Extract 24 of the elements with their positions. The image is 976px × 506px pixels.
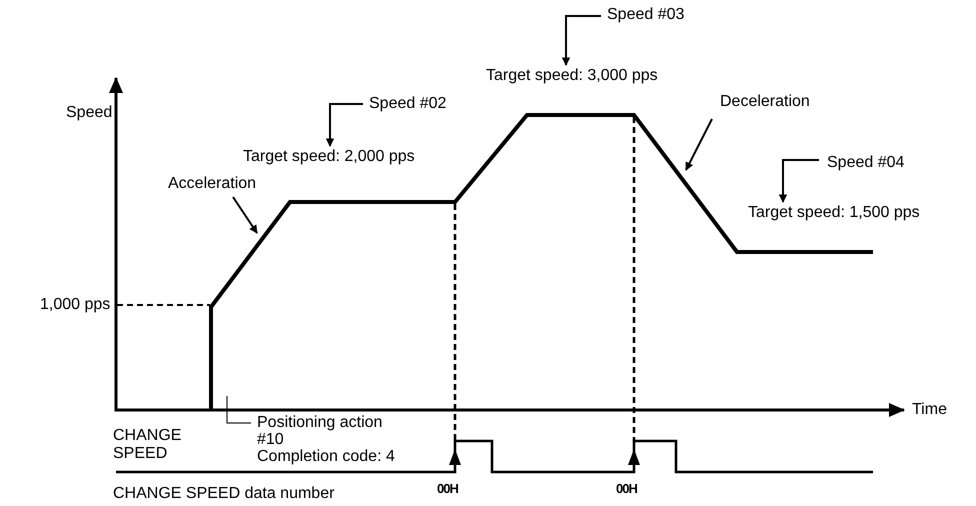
annotation-text: Speed #03 (607, 6, 684, 24)
speed-step-line (209, 305, 213, 410)
annotation-text: Speed #04 (827, 154, 904, 172)
annotation-text: Target speed: 3,000 pps (486, 67, 658, 85)
annotation-text: Speed #02 (369, 95, 446, 113)
arrow (685, 118, 713, 171)
arrow (778, 159, 819, 203)
axis-value: 1,000 pps (40, 296, 110, 314)
arrow (232, 196, 258, 234)
annotation-text: Acceleration (168, 175, 256, 193)
axis-title: Time (912, 401, 947, 419)
axis-title: Speed (66, 104, 112, 122)
data-value: 00H (437, 480, 458, 498)
signal-name: CHANGE SPEED (113, 427, 182, 463)
arrow (562, 15, 601, 66)
annotation-text: Deceleration (720, 93, 810, 111)
signal-name: CHANGE SPEED data number (113, 485, 334, 503)
annotation-text: Target speed: 2,000 pps (243, 148, 415, 166)
annotation-text: Positioning action #10 (257, 414, 384, 448)
annotation-text: Target speed: 1,500 pps (748, 204, 920, 222)
leader-line (226, 396, 252, 424)
data-value: 00H (616, 480, 637, 498)
arrow (326, 103, 363, 147)
annotation-text: Completion code: 4 (257, 448, 396, 465)
